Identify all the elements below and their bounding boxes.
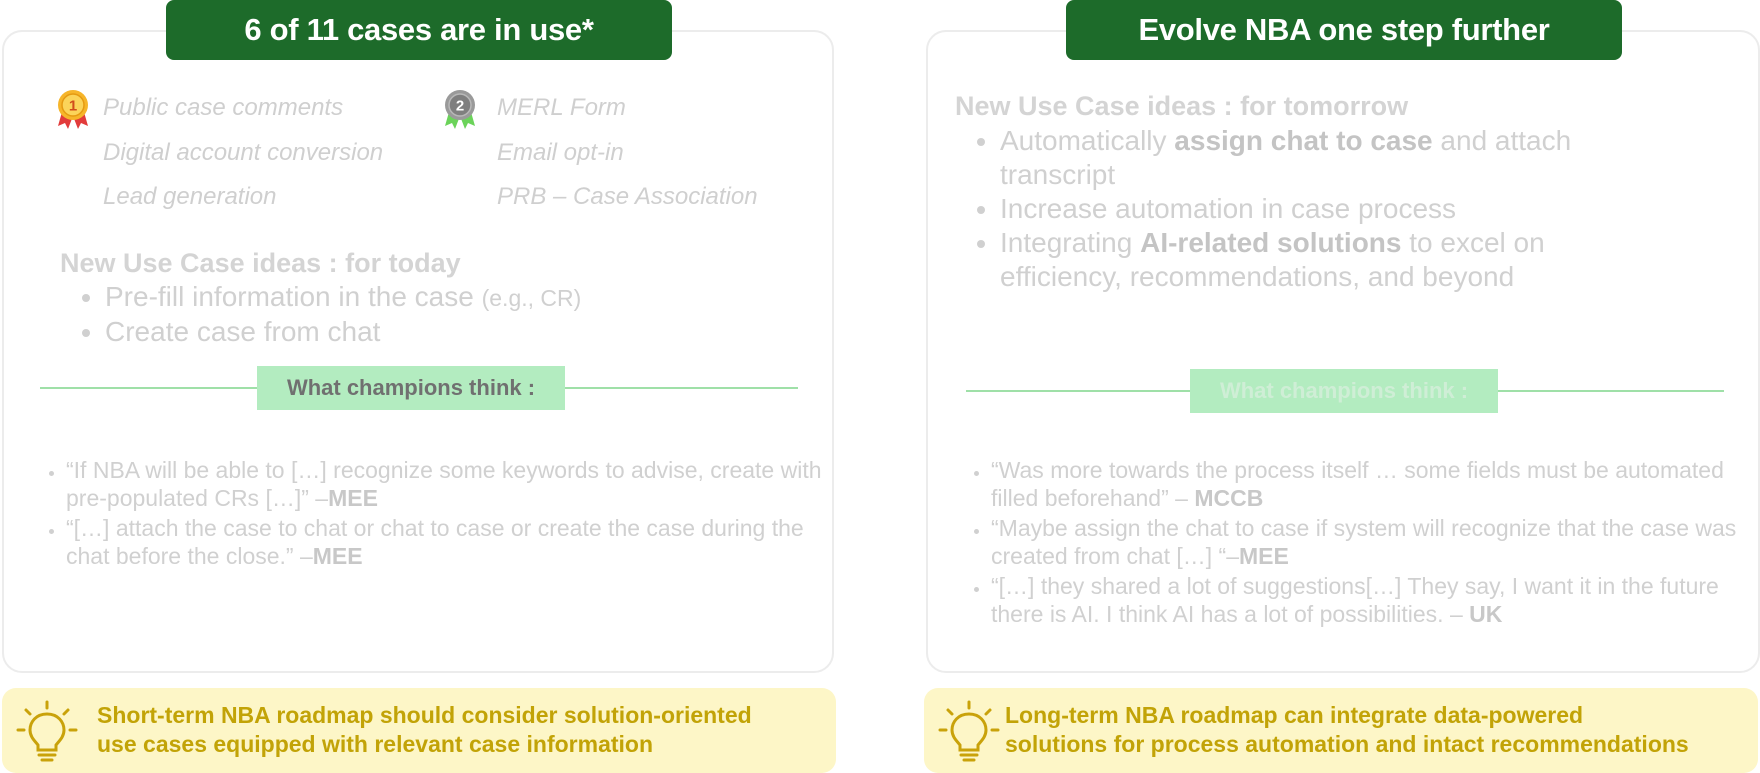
ideas-heading-tomorrow: New Use Case ideas : for tomorrow (955, 91, 1409, 121)
quote-item: “Maybe assign the chat to case if system… (991, 514, 1760, 570)
gold-medal-icon: 1 (58, 90, 88, 129)
right-insight-text: Long-term NBA roadmap can integrate data… (1005, 702, 1689, 757)
ideas-heading-today: New Use Case ideas : for today (60, 248, 461, 278)
quote-item: “If NBA will be able to […] recognize so… (66, 456, 846, 512)
silver-medal-number: 2 (456, 98, 464, 115)
right-champions-label: What champions think : (1190, 369, 1498, 413)
case-item: Digital account conversion (103, 139, 384, 166)
list-item: Create case from chat (105, 315, 805, 349)
quote-item: “Was more towards the process itself … s… (991, 456, 1760, 512)
left-insight-text: Short-term NBA roadmap should consider s… (97, 702, 752, 757)
left-panel (2, 30, 834, 673)
left-insight-box (2, 688, 836, 773)
case-item: Lead generation (103, 183, 277, 210)
list-item: Pre-fill information in the case (e.g., … (105, 280, 805, 315)
quote-item: “[…] attach the case to chat or chat to … (66, 514, 846, 570)
left-quotes: “If NBA will be able to […] recognize so… (38, 456, 846, 572)
case-item: Public case comments (103, 94, 344, 121)
ideas-list-tomorrow: Automatically assign chat to case and at… (968, 124, 1660, 294)
case-item: PRB – Case Association (497, 183, 758, 210)
list-item: Integrating AI-related solutions to exce… (1000, 226, 1660, 294)
list-item: Automatically assign chat to case and at… (1000, 124, 1660, 192)
right-quotes: “Was more towards the process itself … s… (963, 456, 1760, 630)
lightbulb-icon (16, 700, 78, 762)
ideas-list-today: Pre-fill information in the case (e.g., … (73, 280, 805, 349)
case-item: Email opt-in (497, 139, 624, 166)
right-insight-box (924, 688, 1758, 773)
case-item: MERL Form (497, 94, 626, 121)
quote-item: “[…] they shared a lot of suggestions[…]… (991, 572, 1760, 628)
silver-medal-icon: 2 (445, 90, 475, 129)
lightbulb-icon (938, 700, 1000, 762)
right-panel (926, 30, 1760, 673)
left-banner: 6 of 11 cases are in use* (166, 0, 672, 60)
right-banner: Evolve NBA one step further (1066, 0, 1622, 60)
gold-medal-number: 1 (69, 98, 77, 115)
left-champions-label: What champions think : (257, 366, 565, 410)
list-item: Increase automation in case process (1000, 192, 1660, 226)
